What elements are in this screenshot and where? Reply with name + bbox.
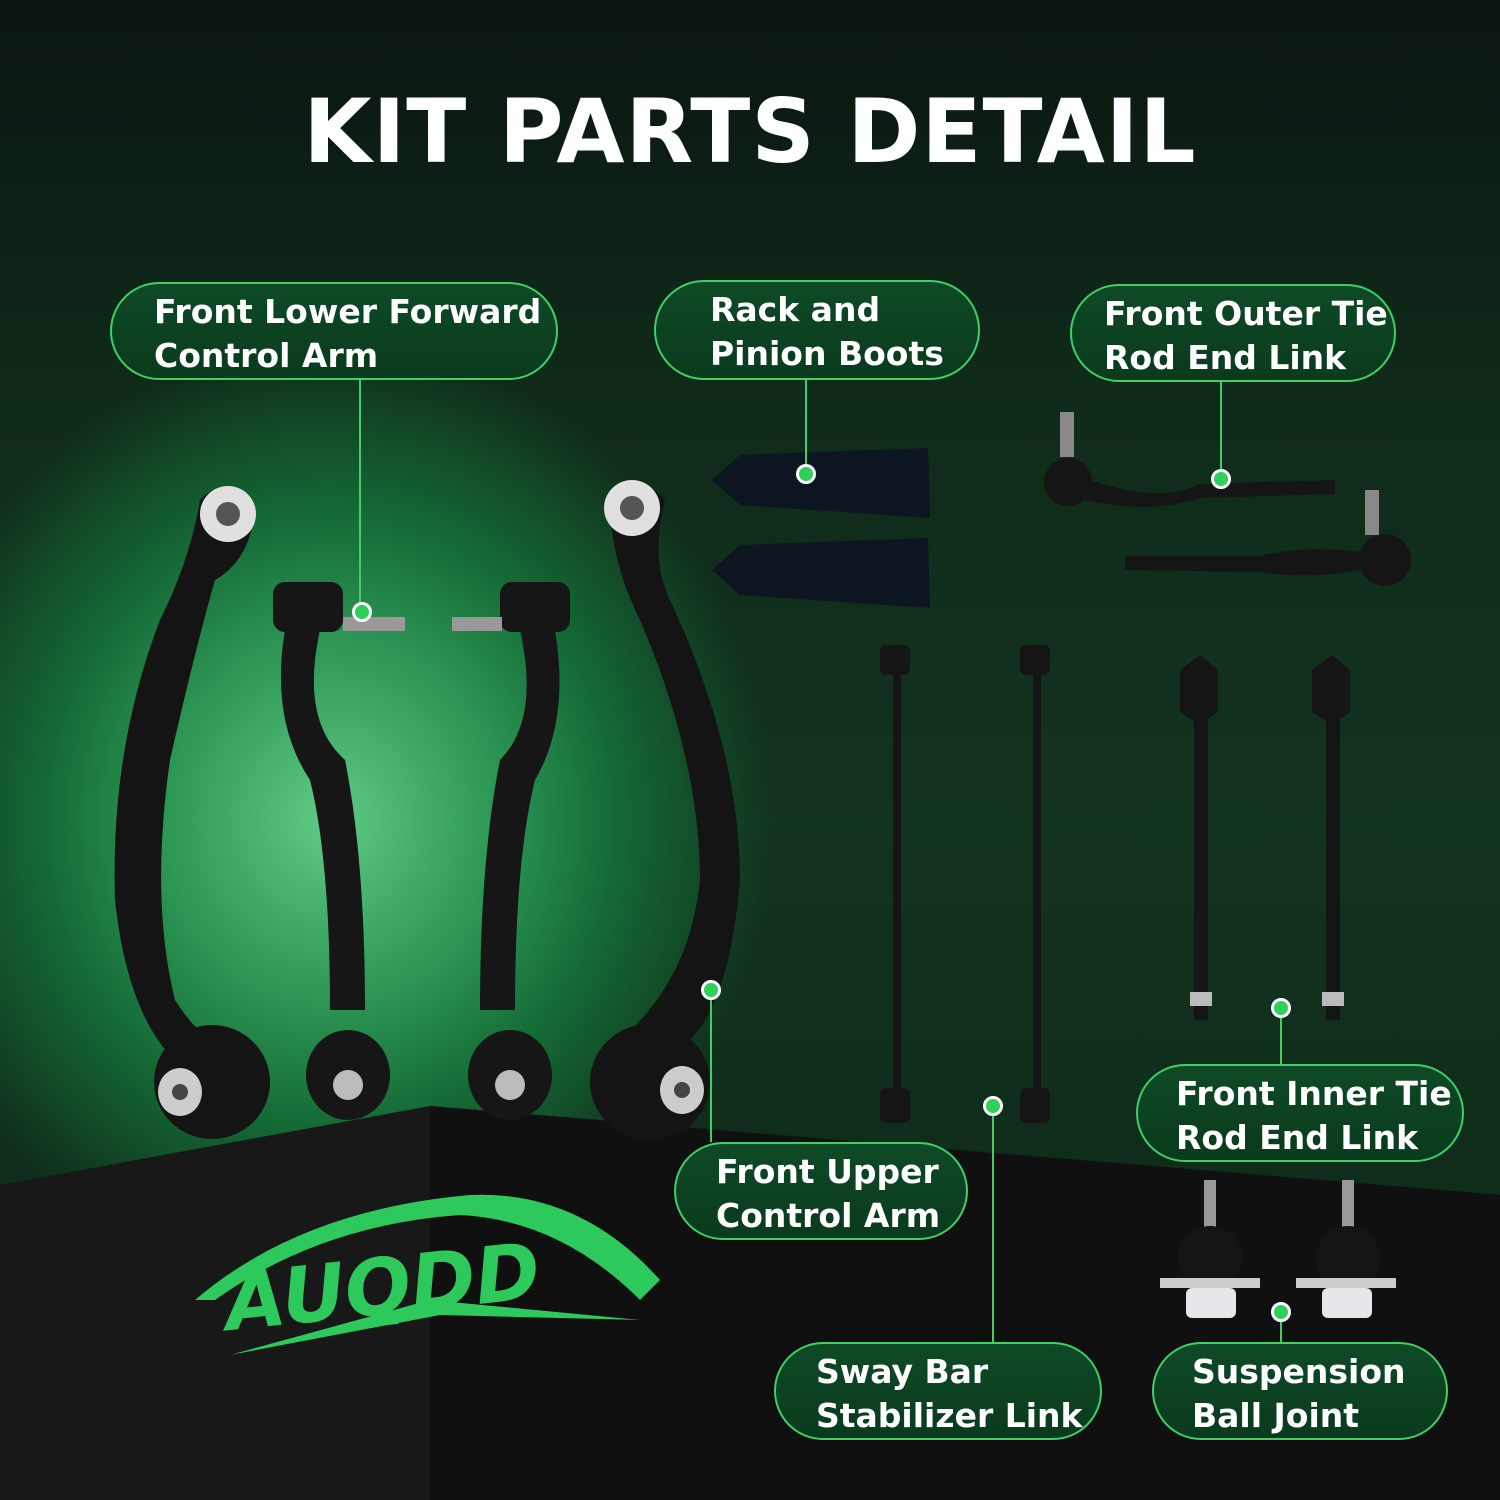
label-line: Pinion Boots [710,334,944,373]
label-front-upper-control-arm: Front Upper Control Arm [674,1142,968,1240]
front-upper-control-arm-right [590,480,740,1140]
label-suspension-ball-joint: Suspension Ball Joint [1152,1342,1448,1440]
page-title: KIT PARTS DETAIL [303,80,1197,183]
front-outer-tie-rod-ends [1044,412,1411,586]
leader-line [359,378,361,612]
label-front-inner-tie-rod-end-link: Front Inner Tie Rod End Link [1136,1064,1464,1162]
label-front-lower-forward-control-arm: Front Lower Forward Control Arm [110,282,558,380]
label-line: Control Arm [154,336,379,375]
leader-line [1280,1312,1282,1342]
label-line: Stabilizer Link [816,1396,1083,1435]
label-line: Suspension [1192,1352,1406,1391]
front-lower-forward-control-arm-right [452,582,570,1120]
label-line: Front Inner Tie [1176,1074,1452,1113]
leader-line [805,378,807,474]
label-line: Front Outer Tie [1104,294,1388,333]
front-lower-forward-control-arm-left [273,582,405,1120]
marker-dot [796,464,816,484]
label-line: Control Arm [716,1196,941,1235]
label-line: Rod End Link [1176,1118,1419,1157]
label-line: Front Lower Forward [154,292,542,331]
leader-line [992,1106,994,1342]
leader-line [1220,382,1222,479]
marker-dot [983,1096,1003,1116]
marker-dot [352,602,372,622]
leader-line [1280,1008,1282,1064]
marker-dot [1271,1302,1291,1322]
rack-and-pinion-boots [712,448,930,608]
front-inner-tie-rods [1180,655,1350,1020]
label-rack-and-pinion-boots: Rack and Pinion Boots [654,280,980,380]
sway-bar-stabilizer-links [880,645,1050,1123]
label-sway-bar-stabilizer-link: Sway Bar Stabilizer Link [774,1342,1102,1440]
label-line: Ball Joint [1192,1396,1360,1435]
marker-dot [1271,998,1291,1018]
leader-line [710,990,712,1142]
label-front-outer-tie-rod-end-link: Front Outer Tie Rod End Link [1070,284,1396,382]
suspension-ball-joints [1160,1180,1396,1318]
label-line: Rod End Link [1104,338,1347,377]
front-upper-control-arm-left [114,486,270,1139]
label-line: Rack and [710,290,881,329]
label-line: Sway Bar [816,1352,989,1391]
marker-dot [1211,469,1231,489]
label-line: Front Upper [716,1152,939,1191]
marker-dot [701,980,721,1000]
